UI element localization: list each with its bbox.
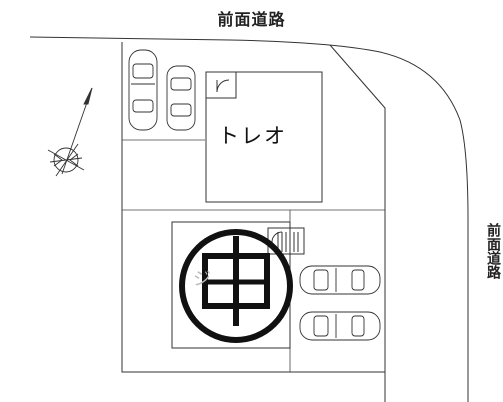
road-label-top: 前面道路 [217,10,286,29]
road-label-right: 前面道路 [485,223,501,279]
parked-car-icon [299,311,381,341]
parked-car-icon [128,49,158,131]
upper-building [205,71,323,203]
parked-car-icon [299,265,381,295]
site-boundary [29,36,469,402]
faint-label: ジ [193,269,211,290]
circled-kou-stamp-icon [179,229,293,343]
parked-car-icon [166,65,196,131]
building-label: トレオ [218,124,287,148]
north-arrow-compass-icon [47,87,93,177]
